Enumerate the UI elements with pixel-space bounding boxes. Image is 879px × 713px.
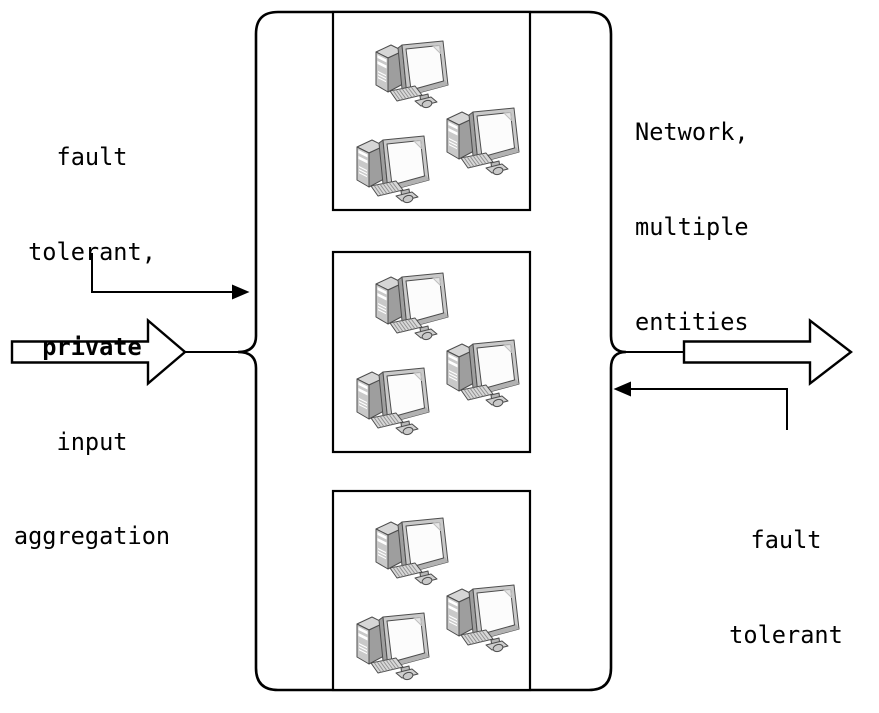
label-line: tolerant <box>729 620 843 649</box>
entity-cluster-box-2 <box>331 250 532 454</box>
arrowhead-left-icon <box>613 381 631 397</box>
arrowhead-right-icon <box>232 284 250 300</box>
input-aggregation-label: fault tolerant, private input aggregatio… <box>0 79 184 616</box>
label-line: Network, <box>635 118 749 147</box>
output-flow-arrow <box>682 318 853 386</box>
label-line: aggregation <box>13 522 171 551</box>
entity-cluster-box-3 <box>331 489 532 692</box>
network-entities-label: Network, multiple entities <box>635 54 749 402</box>
input-flow-arrow <box>10 317 187 387</box>
label-line: entities <box>635 307 749 336</box>
label-line-bold: private <box>42 332 142 361</box>
label-line: multiple <box>635 212 749 241</box>
label-line: input <box>56 427 128 456</box>
input-annotation-arrow <box>91 253 250 300</box>
label-line: fault <box>750 526 822 555</box>
network-boundary-outline <box>237 10 627 692</box>
entity-cluster-box-1 <box>331 10 532 212</box>
label-line: fault <box>56 143 128 172</box>
label-line: tolerant, <box>28 237 156 266</box>
output-aggregation-label: fault tolerant output aggregation <box>698 462 874 713</box>
output-annotation-arrow <box>613 381 788 430</box>
